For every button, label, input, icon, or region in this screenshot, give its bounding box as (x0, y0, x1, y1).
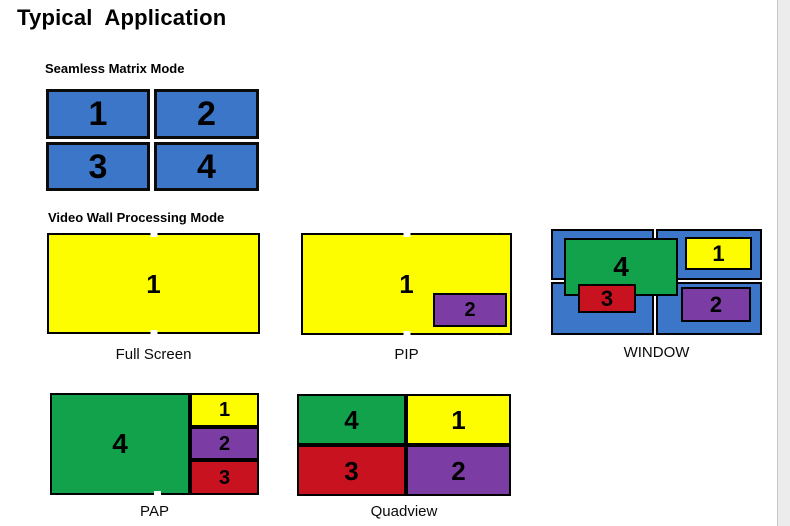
matrix-display-4-number: 4 (197, 147, 216, 186)
wall-seam-notch (150, 330, 157, 334)
wall-seam-notch (403, 331, 410, 335)
pap-side-1-number: 1 (218, 399, 231, 421)
pap-caption: PAP (140, 503, 169, 520)
wall-seam-notch (403, 233, 410, 237)
pap-side-2-number: 2 (218, 432, 231, 455)
page-edge-strip (777, 0, 790, 526)
quadview-br-number: 2 (451, 455, 466, 486)
full-screen-caption: Full Screen (115, 346, 192, 363)
wall-seam-notch (150, 233, 157, 237)
quadview-tl-number: 4 (344, 404, 359, 435)
window-overlay-3: 3 (578, 284, 636, 313)
seamless-matrix-heading: Seamless Matrix Mode (45, 61, 185, 76)
quadview-cell-top-right: 1 (406, 394, 511, 445)
matrix-display-4: 4 (154, 142, 259, 191)
quadview-cell-top-left: 4 (297, 394, 406, 445)
pip-main-source-number: 1 (399, 269, 414, 299)
pip-inset-window: 2 (433, 293, 507, 327)
pap-main-number: 4 (112, 428, 128, 459)
window-overlay-1-number: 1 (712, 240, 725, 266)
video-wall-heading: Video Wall Processing Mode (48, 210, 225, 225)
window-overlay-1: 1 (685, 237, 752, 270)
matrix-display-1-number: 1 (88, 95, 108, 133)
matrix-display-1: 1 (46, 89, 150, 139)
matrix-display-2: 2 (154, 89, 259, 139)
quadview-caption: Quadview (370, 503, 438, 520)
pap-side-window-2: 2 (190, 427, 259, 460)
full-screen-source-number: 1 (146, 268, 161, 299)
quadview-cell-bottom-right: 2 (406, 445, 511, 496)
pap-side-3-number: 3 (218, 466, 231, 489)
pip-inset-source-number: 2 (464, 299, 476, 321)
pap-side-window-1: 1 (190, 393, 259, 427)
window-overlay-3-number: 3 (600, 285, 614, 311)
full-screen-diagram: 1 (47, 233, 260, 334)
pap-main-window: 4 (50, 393, 190, 495)
wall-seam-notch (154, 491, 161, 495)
window-overlay-2: 2 (681, 287, 751, 322)
window-caption: WINDOW (623, 344, 690, 361)
pap-side-window-3: 3 (190, 460, 259, 495)
quadview-cell-bottom-left: 3 (297, 445, 406, 496)
matrix-display-3: 3 (46, 142, 150, 191)
quadview-tr-number: 1 (451, 404, 466, 435)
pip-diagram: 1 (301, 233, 512, 335)
quadview-bl-number: 3 (344, 455, 359, 486)
window-overlay-4-number: 4 (613, 251, 629, 282)
matrix-display-2-number: 2 (197, 95, 216, 133)
matrix-display-3-number: 3 (88, 147, 108, 186)
pip-caption: PIP (394, 346, 419, 363)
page-title: Typical Application (17, 5, 227, 30)
window-overlay-2-number: 2 (709, 291, 723, 317)
